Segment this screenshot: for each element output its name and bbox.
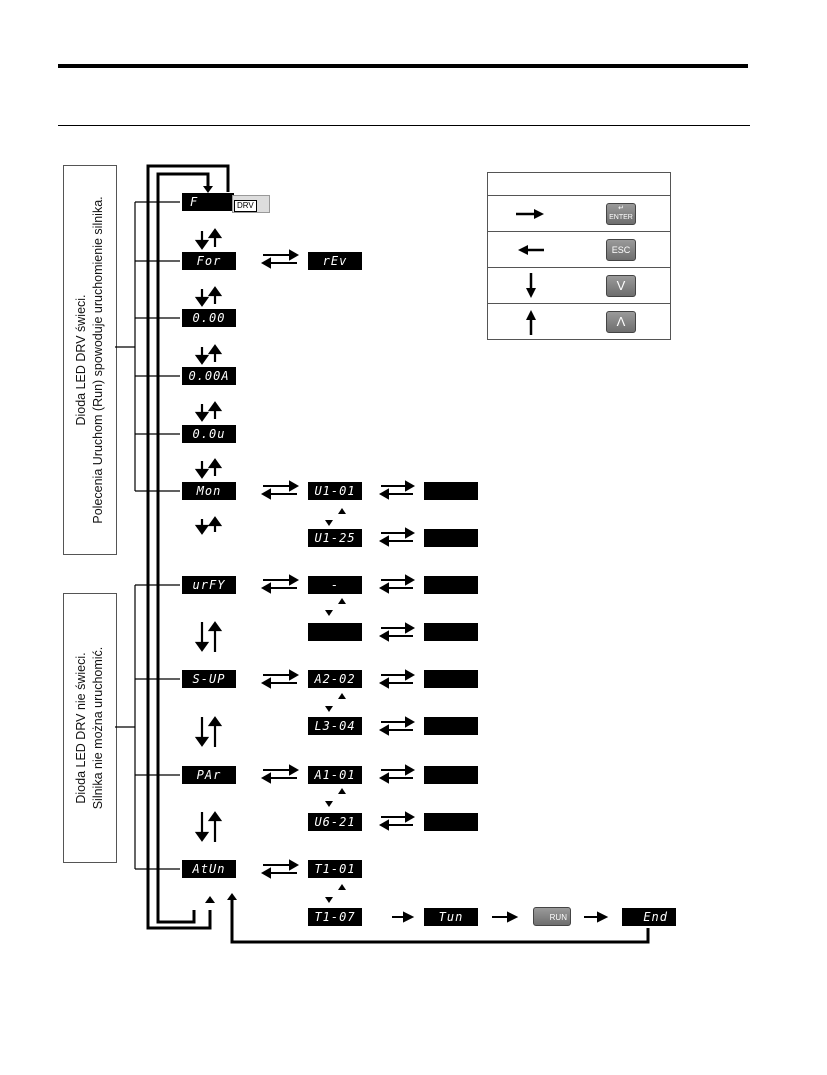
up-arrow-icon [526, 310, 536, 335]
display-u6-21: U6-21 [308, 813, 362, 831]
drv-badge-area: DRV [232, 195, 270, 213]
updown-arrows-7 [194, 621, 223, 652]
left-arrow-icon [518, 245, 544, 255]
updown-arrows-6 [194, 516, 223, 535]
display-par: PAr [182, 766, 236, 784]
display-t1-01: T1-01 [308, 860, 362, 878]
drv-on-box: Dioda LED DRV świeci. Polecenia Uruchom … [63, 165, 117, 555]
display-blank-6 [424, 670, 478, 688]
header-rule-thin [58, 125, 750, 126]
header-rule-thick [58, 64, 748, 68]
display-output-voltage: 0.0u [182, 425, 236, 443]
display-a2-02: A2-02 [308, 670, 362, 688]
updown-arrows-1 [194, 228, 223, 250]
display-l3-04: L3-04 [308, 717, 362, 735]
legend-row-up: Λ [488, 304, 670, 339]
display-u1-25: U1-25 [308, 529, 362, 547]
display-setup: S-UP [182, 670, 236, 688]
updown-arrows-2 [194, 286, 223, 307]
down-key: V [606, 275, 636, 297]
updown-arrows-5 [194, 458, 223, 479]
updown-arrows-4 [194, 401, 223, 422]
display-vrfy-dash: - [308, 576, 362, 594]
display-blank-1 [424, 482, 478, 500]
legend-row-down: V [488, 268, 670, 304]
display-blank-9 [424, 813, 478, 831]
display-blank-5 [424, 623, 478, 641]
down-arrow-icon [526, 273, 536, 298]
run-key: RUN [533, 907, 571, 926]
display-for: For [182, 252, 236, 270]
drv-off-box: Dioda LED DRV nie świeci. Silnika nie mo… [63, 593, 117, 863]
esc-key: ESC [606, 239, 636, 261]
legend-header [488, 173, 670, 196]
display-frequency-text: F 0.00 [190, 195, 223, 227]
enter-key-label: ENTER [609, 214, 633, 221]
display-mon: Mon [182, 482, 236, 500]
enter-key: ↵ENTER [606, 203, 636, 225]
display-t1-07: T1-07 [308, 908, 362, 926]
display-vrfy: urFY [182, 576, 236, 594]
display-blank-8 [424, 766, 478, 784]
legend-row-esc: ESC [488, 232, 670, 268]
display-blank-7 [424, 717, 478, 735]
up-key: Λ [606, 311, 636, 333]
updown-arrows-9 [194, 811, 223, 842]
display-atun: AtUn [182, 860, 236, 878]
legend-row-enter: ↵ENTER [488, 196, 670, 232]
drv-badge: DRV [234, 200, 257, 212]
display-output-current: 0.00A [182, 367, 236, 385]
right-arrow-icon [516, 209, 544, 219]
key-legend: ↵ENTER ESC V Λ [487, 172, 671, 340]
updown-arrows-3 [194, 344, 223, 365]
display-blank-3 [308, 623, 362, 641]
display-rev: rEv [308, 252, 362, 270]
display-blank-2 [424, 529, 478, 547]
display-u1-01: U1-01 [308, 482, 362, 500]
display-end: End [622, 908, 676, 926]
display-output-frequency: 0.00 [182, 309, 236, 327]
updown-arrows-8 [194, 716, 223, 747]
display-a1-01: A1-01 [308, 766, 362, 784]
display-tun: Tun [424, 908, 478, 926]
display-frequency: F 0.00 [182, 193, 234, 227]
display-blank-4 [424, 576, 478, 594]
